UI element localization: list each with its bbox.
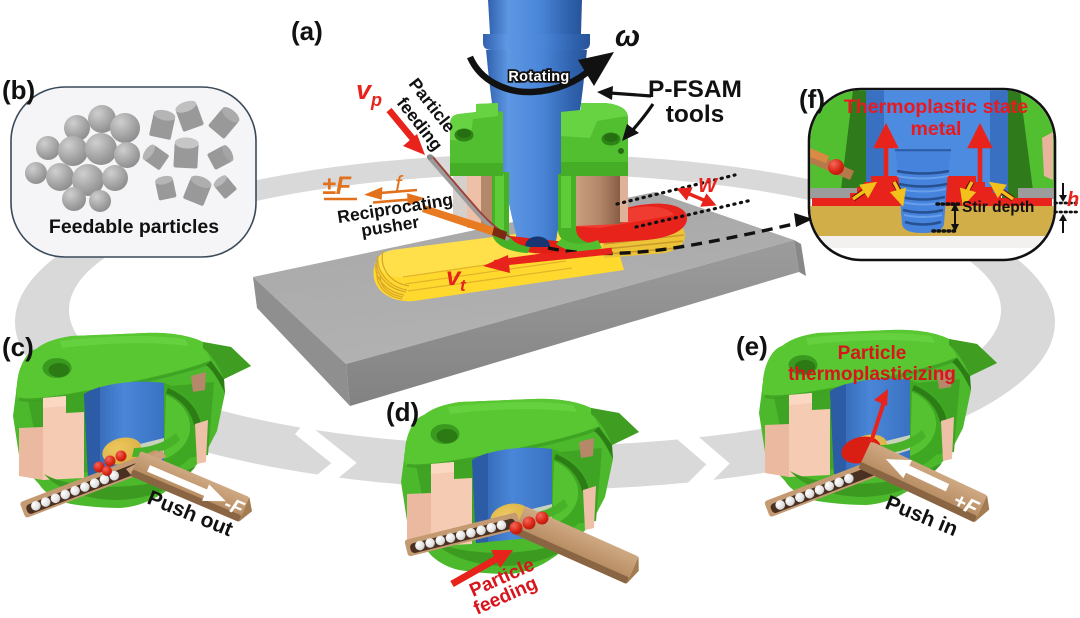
svg-text:Particle: Particle [838, 343, 907, 364]
svg-text:W: W [698, 175, 719, 197]
svg-text:Feedable particles: Feedable particles [49, 216, 219, 238]
svg-text:(f): (f) [799, 84, 825, 114]
svg-text:tools: tools [666, 101, 725, 128]
svg-text:Thermoplastic state: Thermoplastic state [844, 96, 1028, 118]
svg-text:Rotating: Rotating [508, 69, 569, 85]
svg-text:metal: metal [911, 118, 962, 140]
svg-text:(c): (c) [2, 332, 34, 362]
svg-text:h: h [1067, 189, 1079, 211]
svg-text:(a): (a) [291, 16, 323, 46]
svg-text:f: f [395, 171, 404, 197]
svg-text:(e): (e) [736, 331, 768, 361]
svg-text:v: v [356, 75, 373, 105]
svg-text:(d): (d) [386, 397, 419, 427]
svg-text:Stir depth: Stir depth [962, 199, 1034, 216]
svg-text:P-FSAM: P-FSAM [648, 76, 742, 103]
svg-text:(b): (b) [2, 75, 35, 105]
svg-text:t: t [460, 276, 467, 295]
svg-text:p: p [370, 90, 382, 110]
svg-text:thermoplasticizing: thermoplasticizing [788, 364, 956, 385]
svg-text:v: v [446, 261, 462, 291]
svg-text:ω: ω [615, 20, 640, 53]
svg-text:±F: ±F [322, 172, 352, 200]
